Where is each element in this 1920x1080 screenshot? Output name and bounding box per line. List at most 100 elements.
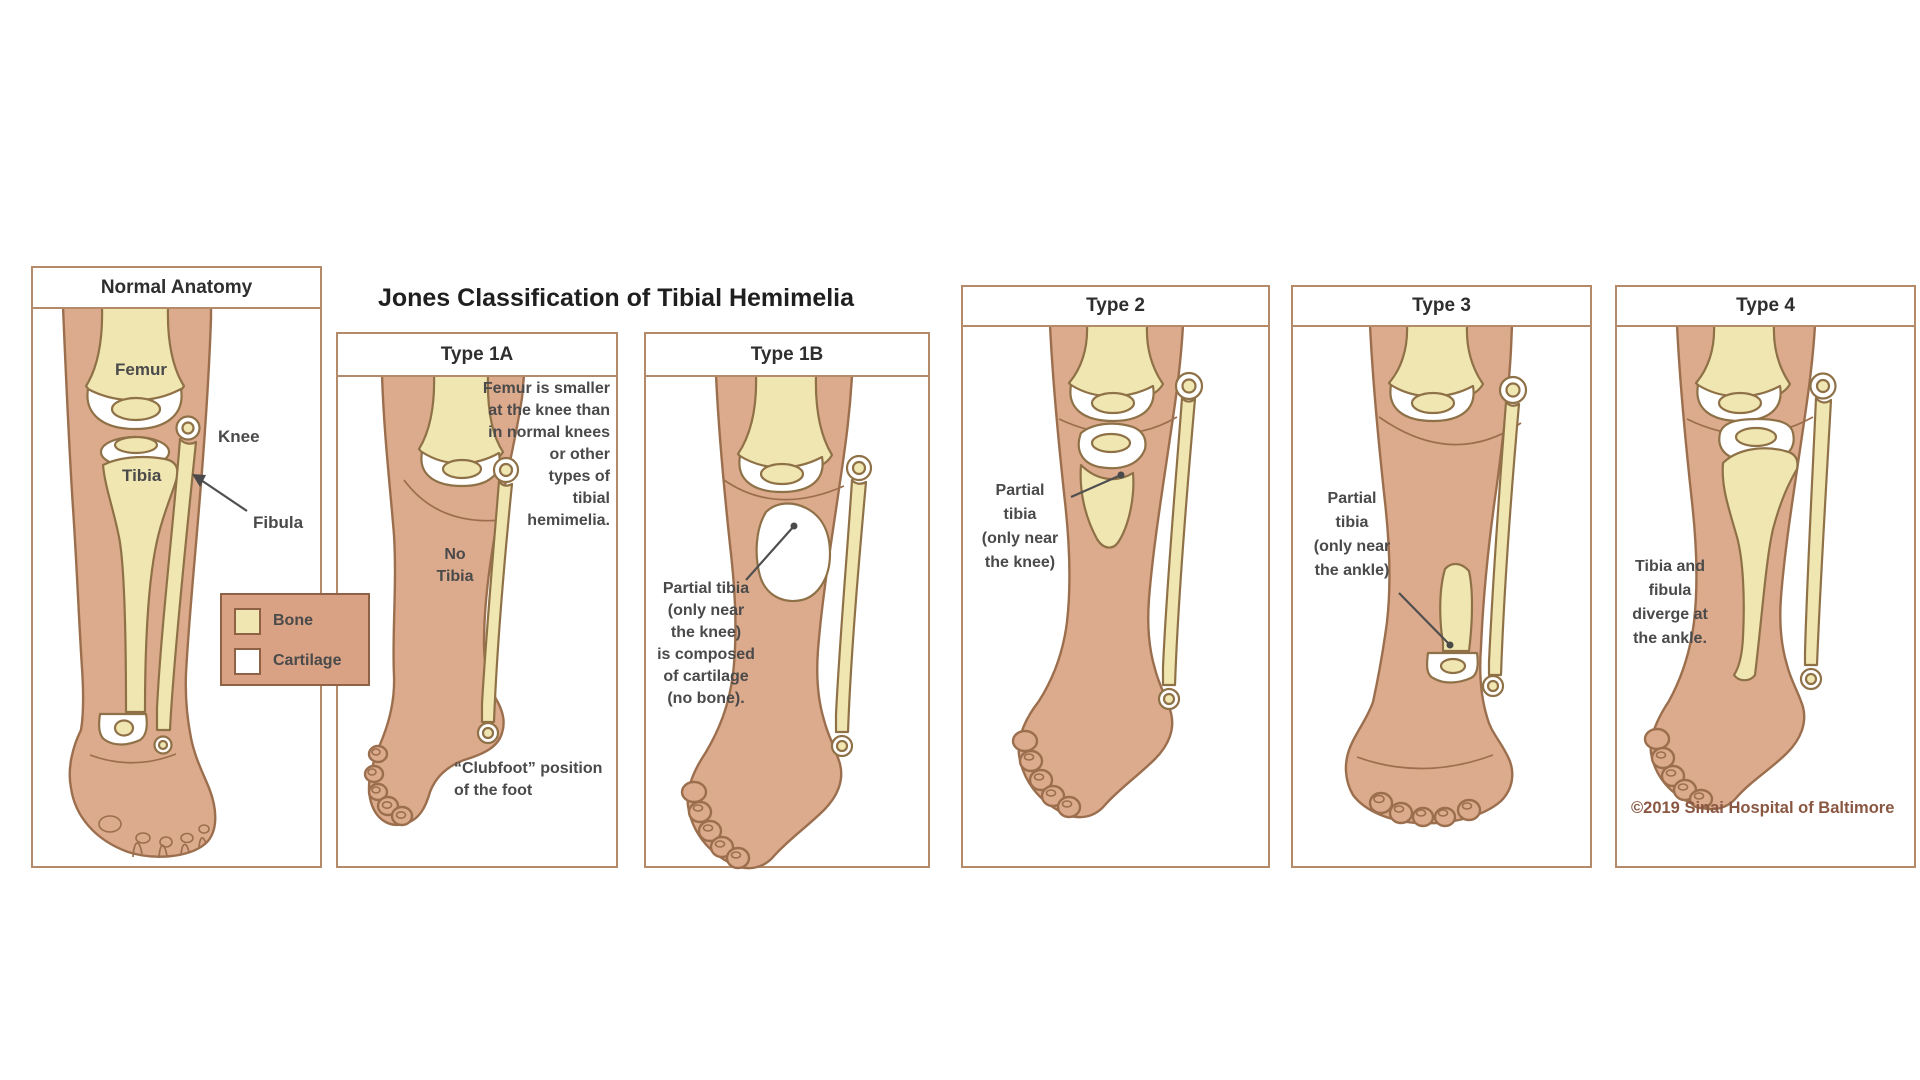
leg-skin [686,373,854,870]
legend-row-cartilage: Cartilage [234,647,341,675]
toenail [1393,805,1405,813]
panel-title-type-2: Type 2 [1086,295,1145,316]
no-tibia-label: No Tibia [436,546,474,585]
fibula-distal-bone [481,726,495,740]
legend-row-bone: Bone [234,607,313,635]
panel-header-normal: Normal Anatomy [33,268,320,309]
toenail [135,832,151,844]
type-2-illustration [1011,323,1204,819]
foot-top-crease [89,753,177,764]
toenail [381,800,393,809]
clubfoot-note: “Clubfoot” position of the foot [454,760,603,799]
panel-title-type-1b: Type 1B [750,343,824,365]
fibula-head-bone [1181,378,1197,394]
toenail [395,810,407,819]
fibula-head-bone [181,421,195,435]
condyle-bone-oval [1717,391,1763,415]
panel-header-type-1b: Type 1B [646,334,928,377]
cartilage-swatch [234,647,261,675]
copyright-text: ©2019 Sinai Hospital of Baltimore [1631,799,1895,817]
type-2-note: Partial tibia (only near the knee) [981,482,1059,571]
tibia-cap-bone-oval [1090,432,1132,454]
panel-header-type-2: Type 2 [963,287,1268,327]
toe [390,805,414,827]
fibula-distal-bone [1162,692,1176,706]
femur-label: Femur [115,360,167,379]
toenail [1033,773,1045,781]
condyle-bone-oval [441,458,483,480]
toenail [371,786,381,794]
type-3-note: Partial tibia (only near the ankle) [1313,490,1391,579]
ankle-bone-oval [1439,657,1467,675]
type-4-note: Tibia and fibula diverge at the ankle. [1632,558,1708,647]
cartilage-partial-tibia [755,502,832,603]
fibula-head-bone [1505,382,1521,398]
toe [1643,727,1671,751]
toenail [1655,751,1667,759]
toenail [1665,769,1677,777]
toenail [159,836,173,848]
panel-header-type-1a: Type 1A [338,334,616,377]
toenail [1023,753,1035,761]
panel-type-1b: Type 1B Partial tibia (only near the kne… [644,332,930,870]
fibula-bone [155,437,198,732]
toenail [1415,809,1427,817]
pointer-dot [1117,471,1125,479]
panel-type-2: Type 2 Partial tibia (only near the knee… [961,285,1270,868]
toenail [180,832,194,844]
panel-type-4: Type 4 Tibia and fibula diverge at the a… [1615,285,1916,868]
toe [1433,806,1457,828]
fibula-bone [834,478,868,734]
cartilage-legend-label: Cartilage [273,652,342,669]
type-1b-note: Partial tibia (only near the knee) is co… [657,580,755,707]
tibia-label: Tibia [122,466,162,485]
distal-partial-tibia-bone [1439,562,1474,653]
toenail [692,804,704,812]
condyle-bone-oval [1410,391,1456,415]
fibula-bone [1487,400,1521,677]
panel-title-type-3: Type 3 [1412,295,1471,316]
pointer-dot [790,522,798,530]
tibia-bone-diverging [1721,447,1799,682]
knee-label: Knee [218,427,260,446]
toenail [98,815,122,833]
toenail [702,824,714,832]
fibula-distal-bone [1486,679,1500,693]
plateau-bone-oval [1734,426,1778,448]
toenail [198,824,210,834]
fibula-bone [1161,396,1197,687]
type-1a-illustration [363,373,526,827]
type-4-illustration [1643,323,1837,811]
pointer-dot [1446,641,1454,649]
pointer-line [1398,592,1449,644]
tibia-bone [101,455,179,714]
panel-title-type-4: Type 4 [1736,295,1795,316]
fibula-distal-bone [835,739,849,753]
panel-title-normal: Normal Anatomy [100,276,253,298]
toenail [730,851,742,859]
bone-swatch [234,607,261,635]
panel-type-3: Type 3 Partial tibia (only near the ankl… [1291,285,1592,868]
panel-title-type-1a: Type 1A [440,343,514,365]
fibula-head-bone [851,460,867,476]
toe [680,780,708,804]
panel-header-type-3: Type 3 [1293,287,1590,327]
normal-anatomy-illustration [61,305,248,859]
toenail [1373,794,1385,804]
fibula-bone [480,479,514,724]
fibula-label: Fibula [253,513,304,532]
ankle-bone-oval [113,719,135,737]
type-1b-illustration [680,373,873,870]
toenail [714,840,726,848]
fibula-distal-bone [157,739,169,751]
panel-header-type-4: Type 4 [1617,287,1914,327]
fibula-distal-bone [1804,672,1818,686]
toe [1011,729,1039,753]
fibula-head-bone [1815,378,1831,394]
toenail [1061,800,1073,808]
toenail [367,768,377,776]
toenail [1437,809,1449,817]
knee-crease [403,479,503,522]
toenail [1461,802,1473,810]
